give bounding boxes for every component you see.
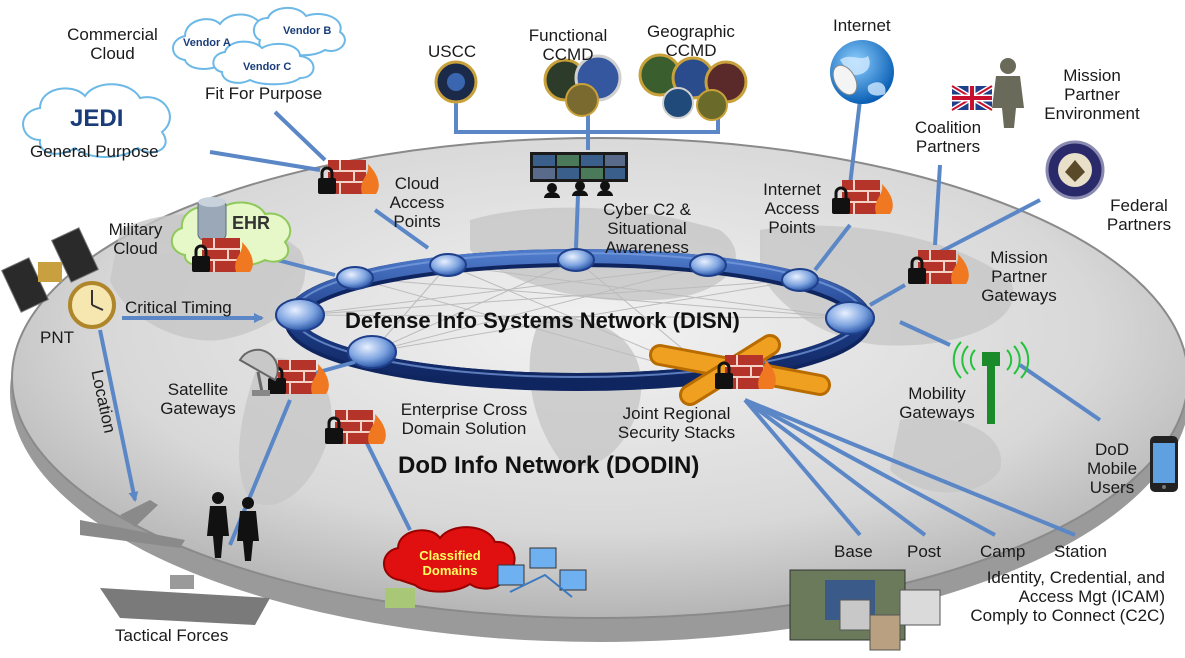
jrss-label: Joint Regional Security Stacks (617, 404, 736, 442)
vendor-c-label: Vendor C (243, 61, 292, 73)
dodin-title: DoD Info Network (DODIN) (398, 452, 700, 479)
vendor-b-label: Vendor B (283, 25, 332, 37)
soldier-icon (992, 58, 1024, 128)
jedi-label: JEDI (70, 105, 124, 132)
satellite-dish-icon (238, 348, 279, 396)
internet-label: Internet (833, 16, 891, 35)
camp-label: Camp (980, 542, 1026, 561)
classified-cloud-icon (383, 526, 516, 608)
node-pnt (275, 298, 325, 332)
drone-icon (80, 500, 185, 548)
satellite-gateways-label: Satellite Gateways (160, 380, 236, 418)
commercial-cloud-label: Commercial Cloud (67, 25, 158, 63)
firewall-icon (832, 180, 893, 214)
mission-partner-env-label: Mission Partner Environment (1044, 66, 1140, 123)
pnt-satellite-icon (1, 227, 99, 313)
firewalls (192, 160, 969, 444)
internet-globe-icon (830, 40, 894, 104)
node-cds (347, 335, 397, 369)
cyber-c2-label: Cyber C2 & Situational Awareness (603, 200, 691, 257)
firewall-icon (715, 355, 776, 389)
icam-label: Identity, Credential, and Access Mgt (IC… (970, 568, 1165, 625)
firewall-icon (318, 160, 379, 194)
node-internet (689, 253, 727, 277)
firewall-icon (908, 250, 969, 284)
vendor-a-label: Vendor A (183, 37, 231, 49)
clock-icon (68, 281, 116, 329)
cyber-c2-wall-icon (530, 152, 628, 198)
pnt-label: PNT (40, 328, 74, 347)
functional-ccmd-label: Functional CCMD (528, 26, 608, 64)
ehr-label: EHR (232, 213, 271, 233)
critical-timing-label: Critical Timing (125, 298, 232, 317)
coalition-partners-label: Coalition Partners (914, 118, 982, 156)
internet-access-points-label: Internet Access Points (763, 180, 821, 237)
node-internet-access (781, 268, 819, 292)
ccmd-seals (434, 53, 748, 121)
post-label: Post (907, 542, 942, 561)
node-mission-partner (825, 301, 875, 335)
dod-mobile-users-label: DoD Mobile Users (1086, 440, 1138, 497)
icam-photos (789, 569, 941, 651)
federal-seal-icon (1045, 140, 1105, 200)
fit-for-purpose-label: Fit For Purpose (205, 84, 323, 103)
classified-domains-label: Classified Domains (419, 548, 481, 578)
node-cyber-c2 (557, 248, 595, 272)
mission-partner-gateways-label: Mission Partner Gateways (981, 248, 1057, 305)
coalition-flag-icon (950, 83, 994, 113)
node-cloud-access (336, 266, 374, 290)
general-purpose-label: General Purpose (30, 142, 159, 161)
jedi-cloud (22, 83, 171, 158)
geographic-ccmd-label: Geographic CCMD (647, 22, 735, 60)
node-ccmd-left (429, 253, 467, 277)
arrow-lines (98, 313, 264, 502)
ship-icon (100, 575, 270, 625)
firewall-icon (325, 410, 386, 444)
firewall-icon (192, 238, 253, 272)
disn-title: Defense Info Systems Network (DISN) (345, 308, 740, 333)
federal-partners-label: Federal Partners (1106, 196, 1172, 234)
cloud-access-points-label: Cloud Access Points (389, 174, 445, 231)
base-label: Base (834, 542, 873, 561)
firewall-icon (268, 360, 329, 394)
ring-nodes (275, 248, 875, 369)
computers-icon (497, 547, 587, 598)
soldiers-icon (207, 492, 259, 561)
military-cloud-label: Military Cloud (108, 220, 163, 258)
vendor-clouds (172, 7, 346, 86)
station-label: Station (1054, 542, 1107, 561)
cell-tower-icon (952, 341, 1030, 424)
enterprise-cds-label: Enterprise Cross Domain Solution (400, 400, 528, 438)
uscc-label: USCC (428, 42, 477, 61)
phone-icon (1150, 436, 1178, 492)
tactical-forces-label: Tactical Forces (115, 626, 229, 645)
mobility-gateways-label: Mobility Gateways (899, 384, 975, 422)
